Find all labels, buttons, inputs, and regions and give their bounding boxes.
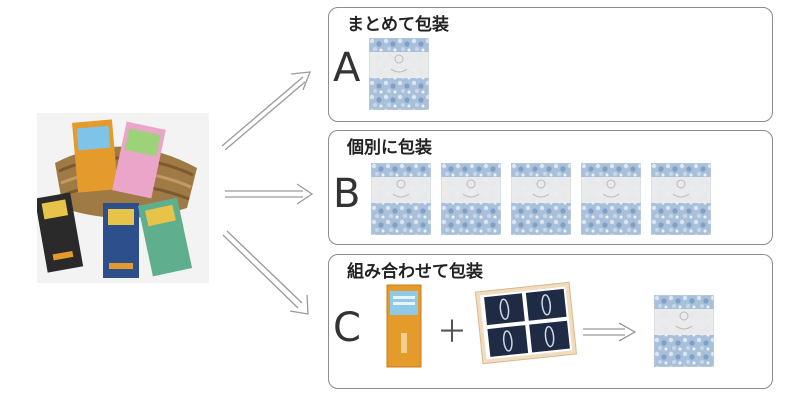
arrow-to-c <box>222 230 309 315</box>
single-tea-box <box>386 284 422 368</box>
option-panel-b: 個別に包装 B <box>328 130 773 245</box>
black-tea-box <box>37 192 84 273</box>
option-c-title: 組み合わせて包装 <box>347 262 483 282</box>
option-panel-c: 組み合わせて包装 C ＋ <box>328 254 773 389</box>
option-b-letter: B <box>333 171 361 217</box>
option-b-title: 個別に包装 <box>347 138 432 158</box>
pink-tea-box <box>112 121 166 199</box>
option-c-letter: C <box>333 305 361 351</box>
wrapped-box-1 <box>371 163 431 235</box>
arrow-to-a <box>221 71 311 151</box>
arrow-to-b <box>225 183 314 205</box>
branch-arrows <box>221 71 314 315</box>
wrapped-box-5 <box>651 163 711 235</box>
tea-boxes-photo <box>37 113 209 283</box>
orange-tea-box <box>72 119 118 193</box>
option-panel-a: まとめて包装 A <box>328 7 773 122</box>
combine-arrow <box>583 322 637 342</box>
gift-box-set <box>474 281 578 365</box>
wrapped-box-3 <box>511 163 571 235</box>
plus-sign: ＋ <box>437 315 467 350</box>
option-a-title: まとめて包装 <box>347 15 449 35</box>
green-tea-box <box>137 197 193 277</box>
option-a-letter: A <box>333 45 361 91</box>
wrapped-box <box>369 38 429 110</box>
wrapped-box-2 <box>441 163 501 235</box>
blue-tea-box <box>103 203 139 278</box>
wrapped-box-4 <box>581 163 641 235</box>
combined-wrapped-box <box>654 295 714 367</box>
